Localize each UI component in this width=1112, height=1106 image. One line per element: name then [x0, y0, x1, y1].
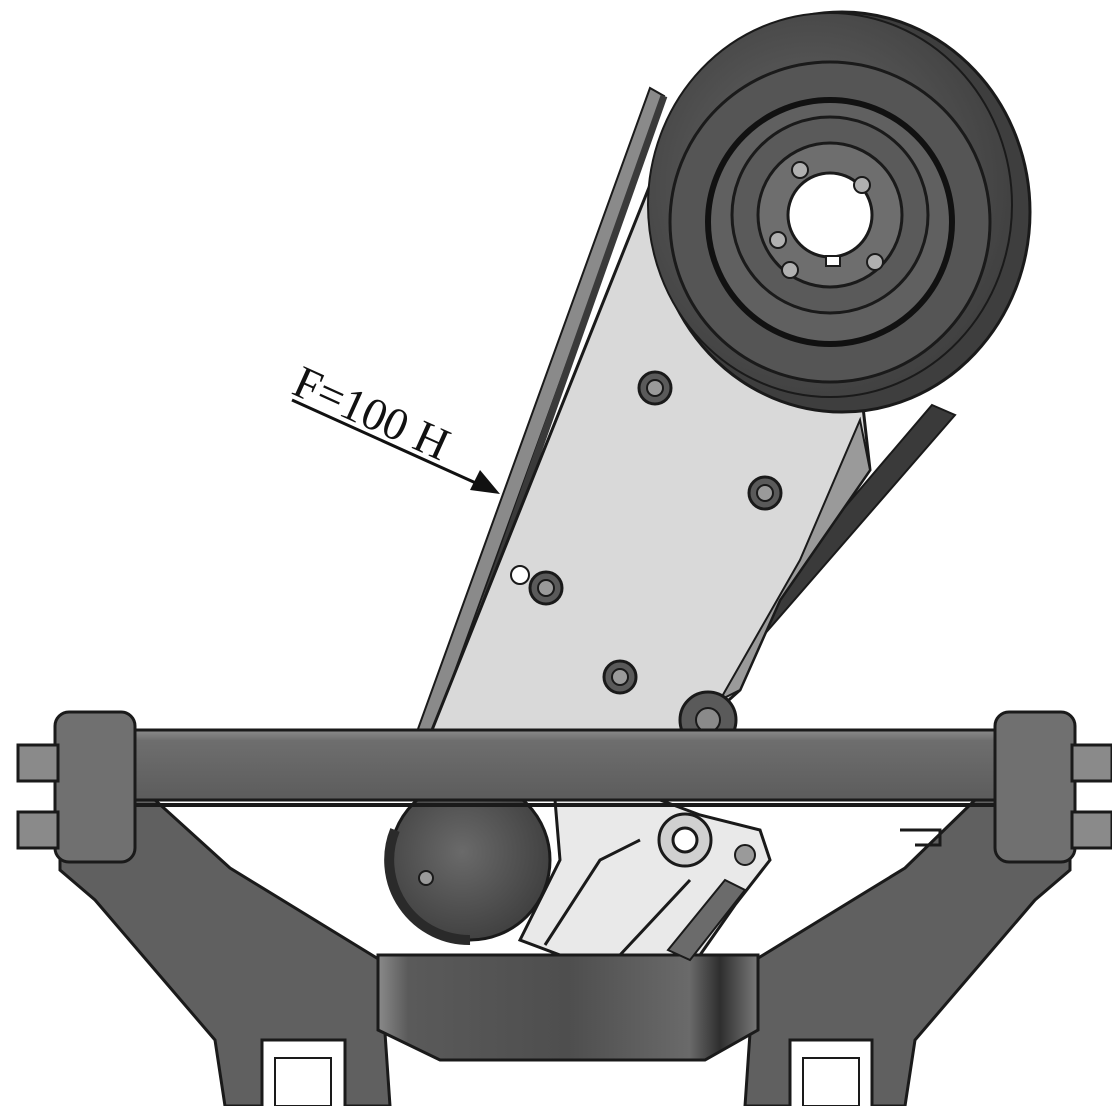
motor-bracket — [517, 798, 772, 957]
force-annotation: F=100 H — [286, 356, 500, 494]
bracket-bolt — [734, 844, 756, 866]
left-end-cap — [53, 710, 137, 864]
drum-bolt — [418, 870, 434, 886]
right-foot-slot — [802, 1057, 860, 1106]
hex-bolt-icon — [747, 475, 783, 511]
pivot-hole — [671, 826, 699, 854]
center-block — [376, 953, 760, 1062]
motor-drum-edge — [384, 828, 471, 946]
left-end-tab-upper — [16, 743, 60, 783]
lower-mechanism — [384, 778, 772, 962]
left-foot-slot — [274, 1057, 332, 1106]
actuator-rod — [666, 878, 747, 962]
force-label: F=100 H — [286, 356, 458, 470]
left-end-tab-lower — [16, 810, 60, 850]
right-end-tab-lower — [1070, 810, 1112, 850]
cross-bar — [16, 710, 1112, 864]
right-end-cap — [993, 710, 1077, 864]
idler-hub — [695, 707, 721, 733]
bar-right-bracket — [900, 828, 942, 847]
arm-hole — [510, 565, 530, 585]
bar-body — [128, 728, 1002, 802]
left-support — [58, 798, 392, 1106]
arm-shade — [717, 416, 872, 703]
hex-bolt-icon — [528, 570, 564, 606]
hex-bolt-icon — [637, 370, 673, 406]
hex-bolt-icon — [602, 659, 638, 695]
right-end-tab-upper — [1070, 743, 1112, 783]
bracket-rib — [543, 838, 692, 957]
main-pulley — [647, 10, 1032, 414]
lower-base — [58, 798, 1072, 1106]
tensioner-arm — [412, 10, 1032, 750]
force-arrowhead — [470, 470, 500, 494]
force-arrow-icon — [291, 398, 479, 486]
